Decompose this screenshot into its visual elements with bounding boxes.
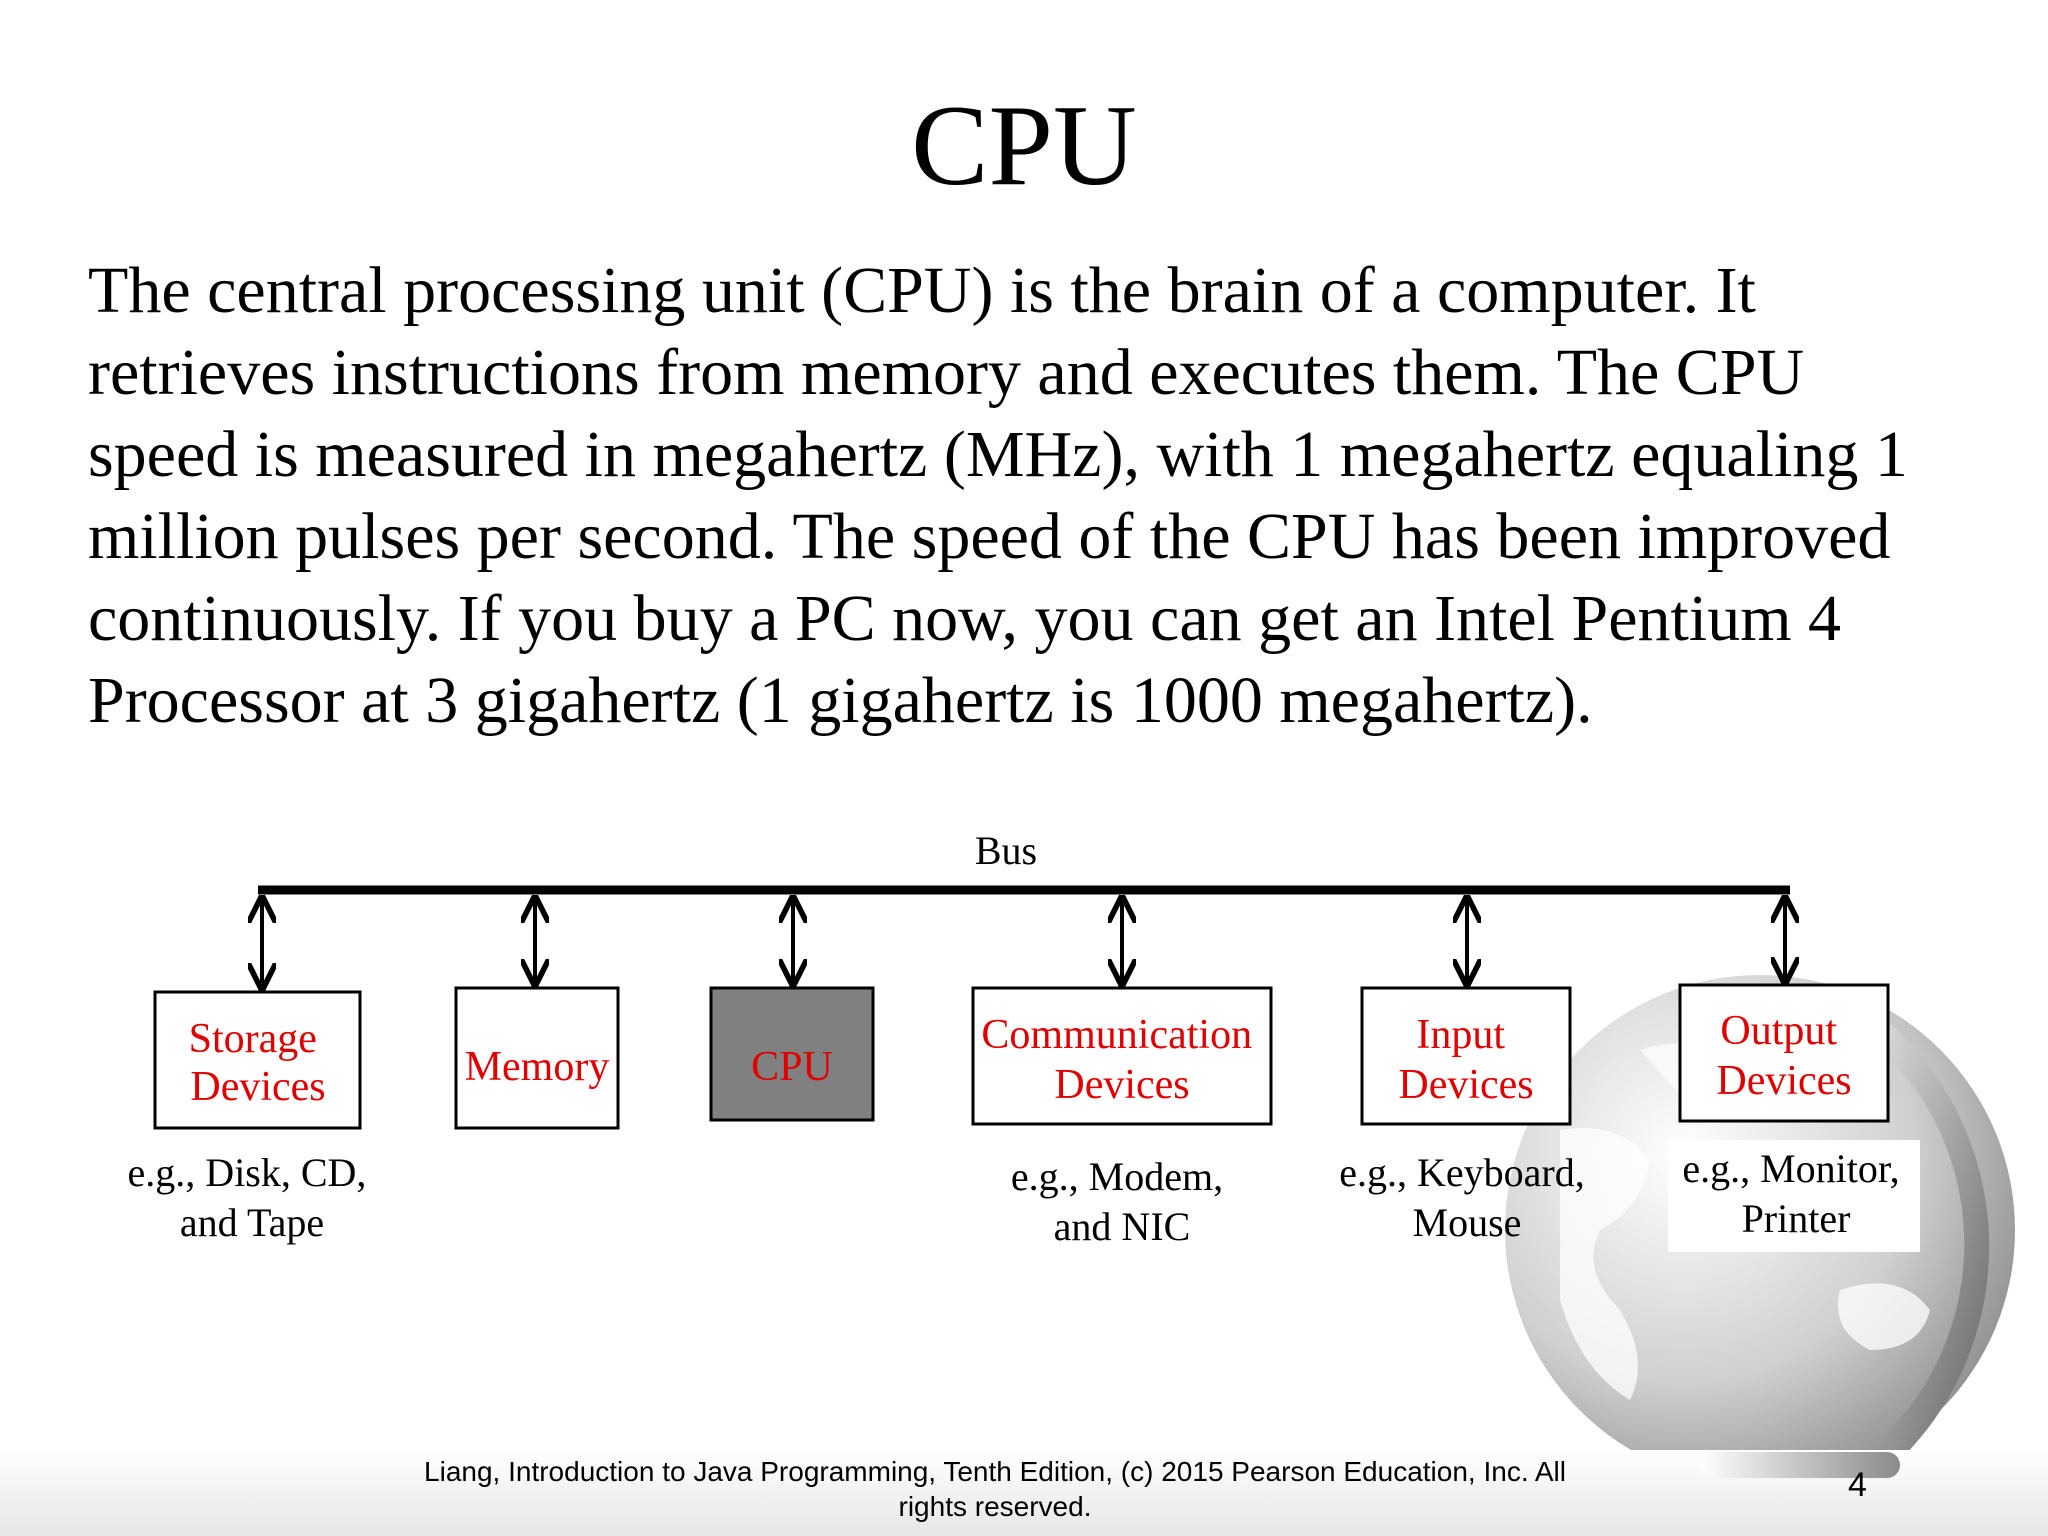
output-devices-label: Output Devices	[1716, 1008, 1851, 1104]
paragraph-line: Processor at 3 gigahertz (1 gigahertz is…	[88, 664, 1593, 737]
memory-label: Memory	[465, 1044, 610, 1090]
paragraph-line: The central processing unit (CPU) is the…	[88, 254, 1756, 327]
storage-devices-example: e.g., Disk, CD, and Tape	[128, 1150, 377, 1245]
output-devices-example: e.g., Monitor, Printer	[1682, 1146, 1909, 1241]
input-devices-box	[1360, 986, 1572, 1126]
storage-devices-label: Storage Devices	[189, 1016, 328, 1110]
footer-line: rights reserved.	[898, 1491, 1092, 1522]
communication-devices-label: Communication Devices	[981, 1012, 1262, 1108]
paragraph-line: continuously. If you buy a PC now, you c…	[88, 582, 1842, 655]
paragraph-line: million pulses per second. The speed of …	[88, 500, 1891, 573]
footer-line: Liang, Introduction to Java Programming,…	[424, 1456, 1566, 1487]
output-devices-box	[1678, 983, 1890, 1123]
paragraph-line: speed is measured in megahertz (MHz), wi…	[88, 418, 1908, 491]
storage-devices-box	[153, 990, 362, 1130]
bus-label: Bus	[975, 828, 1037, 873]
input-devices-label: Input Devices	[1398, 1012, 1533, 1108]
memory-box	[454, 986, 620, 1130]
page-number: 4	[1848, 1466, 1867, 1504]
input-devices-example: e.g., Keyboard, Mouse	[1339, 1150, 1594, 1245]
communication-devices-example: e.g., Modem, and NIC	[1011, 1154, 1233, 1249]
footer-decoration-bar	[1700, 1452, 1900, 1478]
footer-copyright: Liang, Introduction to Java Programming,…	[380, 1454, 1610, 1524]
communication-devices-box	[971, 986, 1273, 1126]
cpu-label: CPU	[751, 1044, 833, 1090]
output-devices-example-bg	[1668, 1140, 1920, 1252]
body-paragraph: The central processing unit (CPU) is the…	[88, 250, 2018, 742]
slide-title: CPU	[911, 82, 1137, 210]
paragraph-line: retrieves instructions from memory and e…	[88, 336, 1805, 409]
cpu-box	[709, 986, 875, 1122]
